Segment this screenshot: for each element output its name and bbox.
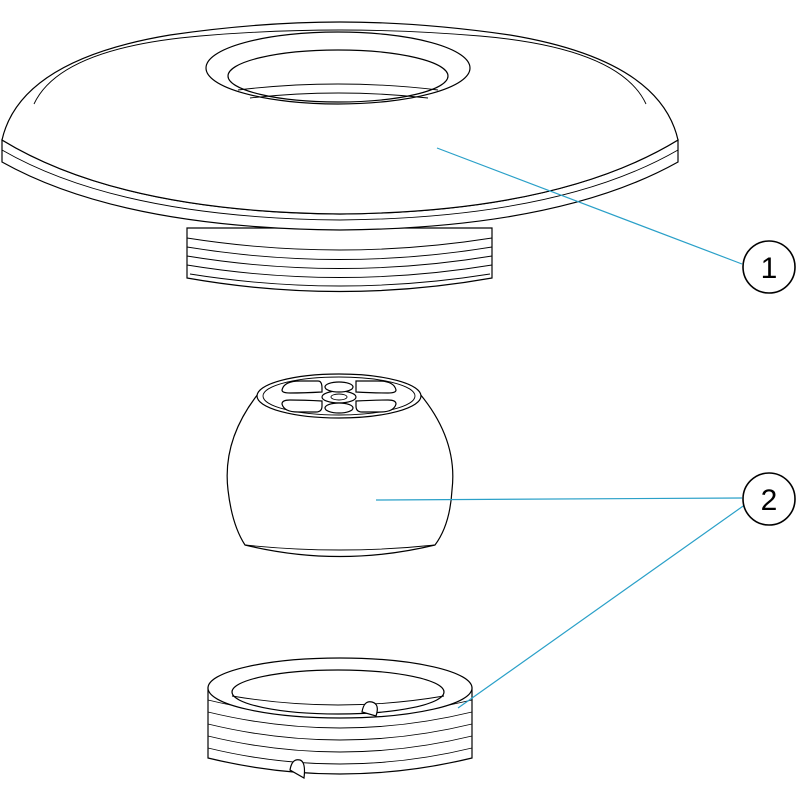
part-2-eyeball-nozzle (226, 373, 454, 558)
leader-lines (375, 147, 747, 709)
part-2-threaded-retaining-ring (207, 657, 473, 779)
leader-line-2-nozzle (375, 497, 743, 501)
part-1-threaded-stem (186, 227, 493, 293)
callout-1: 1 (742, 240, 796, 294)
callout-2-circle (742, 472, 796, 526)
leader-line-1 (436, 147, 743, 265)
leader-line-2-ring (457, 503, 747, 709)
callout-1-label: 1 (761, 252, 778, 285)
part-1-wall-fitting-flange (1, 21, 679, 231)
callout-2: 2 (742, 472, 796, 526)
callout-2-label: 2 (761, 484, 778, 517)
callout-1-circle (742, 240, 796, 294)
